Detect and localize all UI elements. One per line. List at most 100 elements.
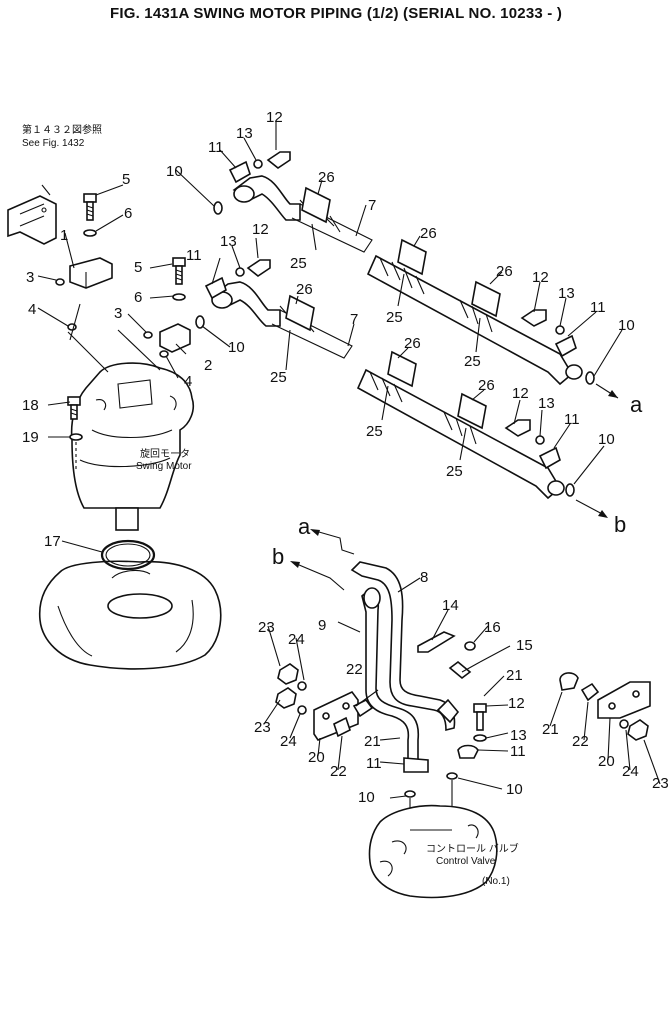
callout-26b: 26 [420, 225, 437, 242]
elbow-part-11-right [457, 744, 479, 759]
leader-lines [37, 122, 661, 799]
bolt-part-12-mid [246, 259, 271, 277]
see-fig-jp-label: 第１４３２図参照 [22, 123, 102, 136]
nut-part-23-group [275, 663, 299, 709]
ref-a-lower: a [298, 514, 311, 539]
callout-6a: 6 [124, 205, 132, 222]
callout-22a: 22 [346, 661, 363, 678]
callout-15: 15 [516, 637, 533, 654]
control-valve [368, 804, 498, 899]
callout-12a: 12 [266, 109, 283, 126]
callout-11f: 11 [510, 743, 526, 760]
callout-22b: 22 [330, 763, 347, 780]
housing [38, 560, 222, 670]
control-valve-no-label: (No.1) [482, 876, 510, 887]
clamp-part-11-group [204, 160, 577, 470]
ref-b-right: b [614, 512, 626, 537]
see-fig-en-label: See Fig. 1432 [22, 138, 85, 149]
callout-12c: 12 [532, 269, 549, 286]
callout-10c: 10 [618, 317, 635, 334]
callout-numbers: 1 2 3 3 4 4 5 5 6 6 7 7 8 9 10 10 10 10 … [22, 109, 669, 806]
callout-21b: 21 [364, 733, 381, 750]
callout-11a: 11 [208, 139, 224, 156]
callout-10f: 10 [506, 781, 523, 798]
plate-part-14 [417, 631, 456, 653]
washer-part-13-lower [473, 734, 487, 742]
callout-11e: 11 [366, 755, 382, 772]
callout-2: 2 [204, 357, 212, 374]
callout-7b: 7 [350, 311, 358, 328]
control-valve-en-label: Control Valve [436, 856, 496, 867]
swing-motor-jp-label: 旋回モータ [140, 447, 190, 460]
callout-24a: 24 [288, 631, 305, 648]
figure-title: FIG. 1431A SWING MOTOR PIPING (1/2) (SER… [109, 5, 563, 22]
callout-20a: 20 [308, 749, 325, 766]
washer-part-24-right [619, 719, 629, 729]
washer-part-16 [464, 641, 476, 651]
callout-25e: 25 [366, 423, 383, 440]
callout-23b: 23 [254, 719, 271, 736]
callout-10e: 10 [358, 789, 375, 806]
callout-12d: 12 [512, 385, 529, 402]
callout-13c: 13 [558, 285, 575, 302]
upper-hose-b [210, 281, 565, 500]
pipe-part-9 [361, 587, 420, 761]
callout-11c: 11 [590, 299, 606, 316]
callout-3b: 3 [114, 305, 122, 322]
clamp-part-21-lower [436, 698, 460, 724]
nut-part-23-right [627, 719, 649, 741]
callout-12b: 12 [252, 221, 269, 238]
callout-16: 16 [484, 619, 501, 636]
callout-14: 14 [442, 597, 459, 614]
bolt-part-5a [83, 193, 97, 237]
nut-part-3b [143, 331, 153, 339]
callout-11d: 11 [564, 411, 580, 428]
callout-24b: 24 [280, 733, 297, 750]
callout-13d: 13 [538, 395, 555, 412]
callout-20b: 20 [598, 753, 615, 770]
callout-10d: 10 [598, 431, 615, 448]
clamp-part-2 [159, 323, 191, 353]
callout-10b: 10 [228, 339, 245, 356]
tag-part-26-group [285, 186, 501, 430]
callout-25a: 25 [290, 255, 307, 272]
spacer-part-22-right [580, 682, 600, 702]
callout-22c: 22 [572, 733, 589, 750]
callout-5a: 5 [122, 171, 130, 188]
callout-25b: 25 [386, 309, 403, 326]
arrow-in-a [310, 529, 355, 555]
bracket-assembly [7, 184, 57, 245]
callout-21a: 21 [506, 667, 523, 684]
callout-4a: 4 [28, 301, 36, 318]
bolt-part-12-right1 [520, 309, 547, 327]
callout-5b: 5 [134, 259, 142, 276]
callout-23a: 23 [258, 619, 275, 636]
clamp-part-1 [69, 257, 113, 289]
callout-12e: 12 [508, 695, 525, 712]
elbow-part-11-lower [403, 757, 429, 773]
oring-part-4a [67, 323, 77, 331]
callout-6b: 6 [134, 289, 142, 306]
callout-11b: 11 [186, 247, 202, 264]
swing-motor-en-label: Swing Motor [136, 461, 192, 472]
callout-26e: 26 [404, 335, 421, 352]
callout-13a: 13 [236, 125, 253, 142]
callout-17: 17 [44, 533, 61, 550]
bolt-part-12-lower [473, 703, 487, 731]
callout-7a: 7 [368, 197, 376, 214]
arrow-ref-a [595, 383, 619, 399]
oring-part-4b [159, 350, 169, 358]
callout-26c: 26 [496, 263, 513, 280]
callout-18: 18 [22, 397, 39, 414]
bolt-part-5b [172, 257, 186, 301]
callout-26a: 26 [318, 169, 335, 186]
callout-1: 1 [60, 227, 68, 244]
nut-part-3a [55, 278, 65, 286]
oring-part-17 [100, 539, 156, 571]
callout-13b: 13 [220, 233, 237, 250]
arrow-in-b [290, 561, 345, 591]
washer-part-24-group [297, 681, 307, 715]
control-valve-jp-label: コントロール バルブ [426, 842, 519, 855]
callout-25c: 25 [464, 353, 481, 370]
